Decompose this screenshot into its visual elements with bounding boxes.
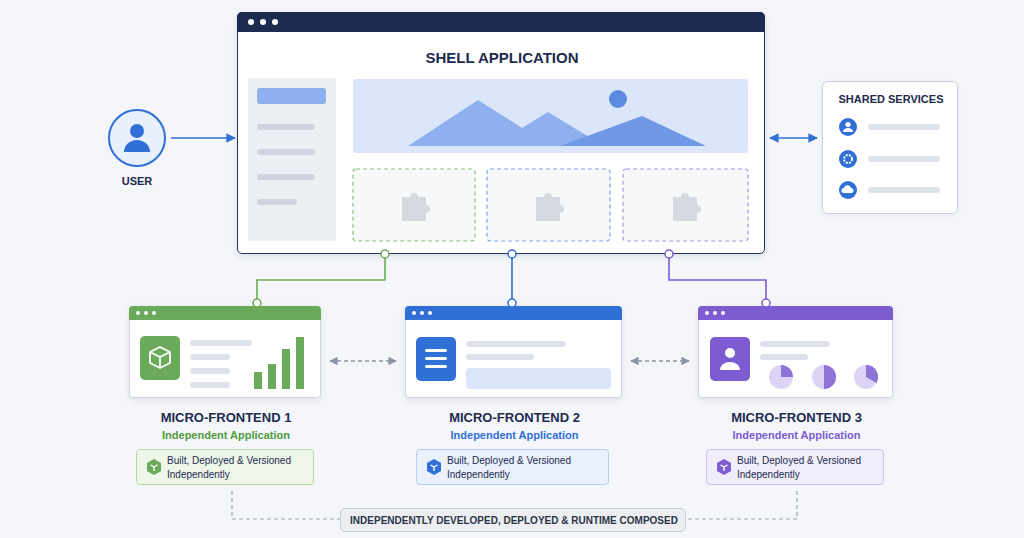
node-heading: SHARED SERVICES: [823, 92, 959, 106]
user-node: USER: [107, 108, 167, 168]
node-heading: MICRO-FRONTEND 1: [90, 410, 362, 426]
micro-frontend-window: MICRO-FRONTEND 3Independent Application: [698, 306, 893, 398]
info-badge: Built, Deployed & Versioned Independentl…: [416, 449, 609, 485]
connector: [770, 137, 817, 139]
node-heading: USER: [87, 174, 187, 188]
user-circle-outline: [109, 110, 165, 166]
connector: [171, 137, 235, 139]
node-subtitle: Independent Application: [378, 428, 651, 442]
connector: [330, 360, 396, 361]
node-subtitle: Independent Application: [90, 428, 362, 442]
node-heading: Built, Deployed & Versioned Independentl…: [447, 454, 597, 482]
services-panel: SHARED SERVICES: [822, 81, 958, 214]
info-badge: Built, Deployed & Versioned Independentl…: [136, 449, 314, 485]
node-subtitle: Independent Application: [659, 428, 934, 442]
connector: [257, 254, 385, 303]
connector: [511, 254, 513, 303]
connector: [669, 254, 766, 303]
node-heading: Built, Deployed & Versioned Independentl…: [167, 454, 311, 482]
caption-pill: INDEPENDENTLY DEVELOPED, DEPLOYED & RUNT…: [340, 508, 686, 532]
node-heading: SHELL APPLICATION: [238, 49, 766, 67]
micro-frontend-window: MICRO-FRONTEND 1Independent Application: [129, 306, 321, 398]
shell-window: SHELL APPLICATION: [237, 12, 765, 254]
node-heading: INDEPENDENTLY DEVELOPED, DEPLOYED & RUNT…: [341, 514, 687, 528]
node-heading: Built, Deployed & Versioned Independentl…: [737, 454, 881, 482]
connector: [686, 491, 797, 519]
connector: [232, 491, 340, 519]
node-heading: MICRO-FRONTEND 3: [659, 410, 934, 426]
connector: [631, 360, 689, 361]
node-heading: MICRO-FRONTEND 2: [378, 410, 651, 426]
info-badge: Built, Deployed & Versioned Independentl…: [706, 449, 884, 485]
user-circle: [107, 108, 167, 168]
micro-frontend-window: MICRO-FRONTEND 2Independent Application: [405, 306, 622, 398]
